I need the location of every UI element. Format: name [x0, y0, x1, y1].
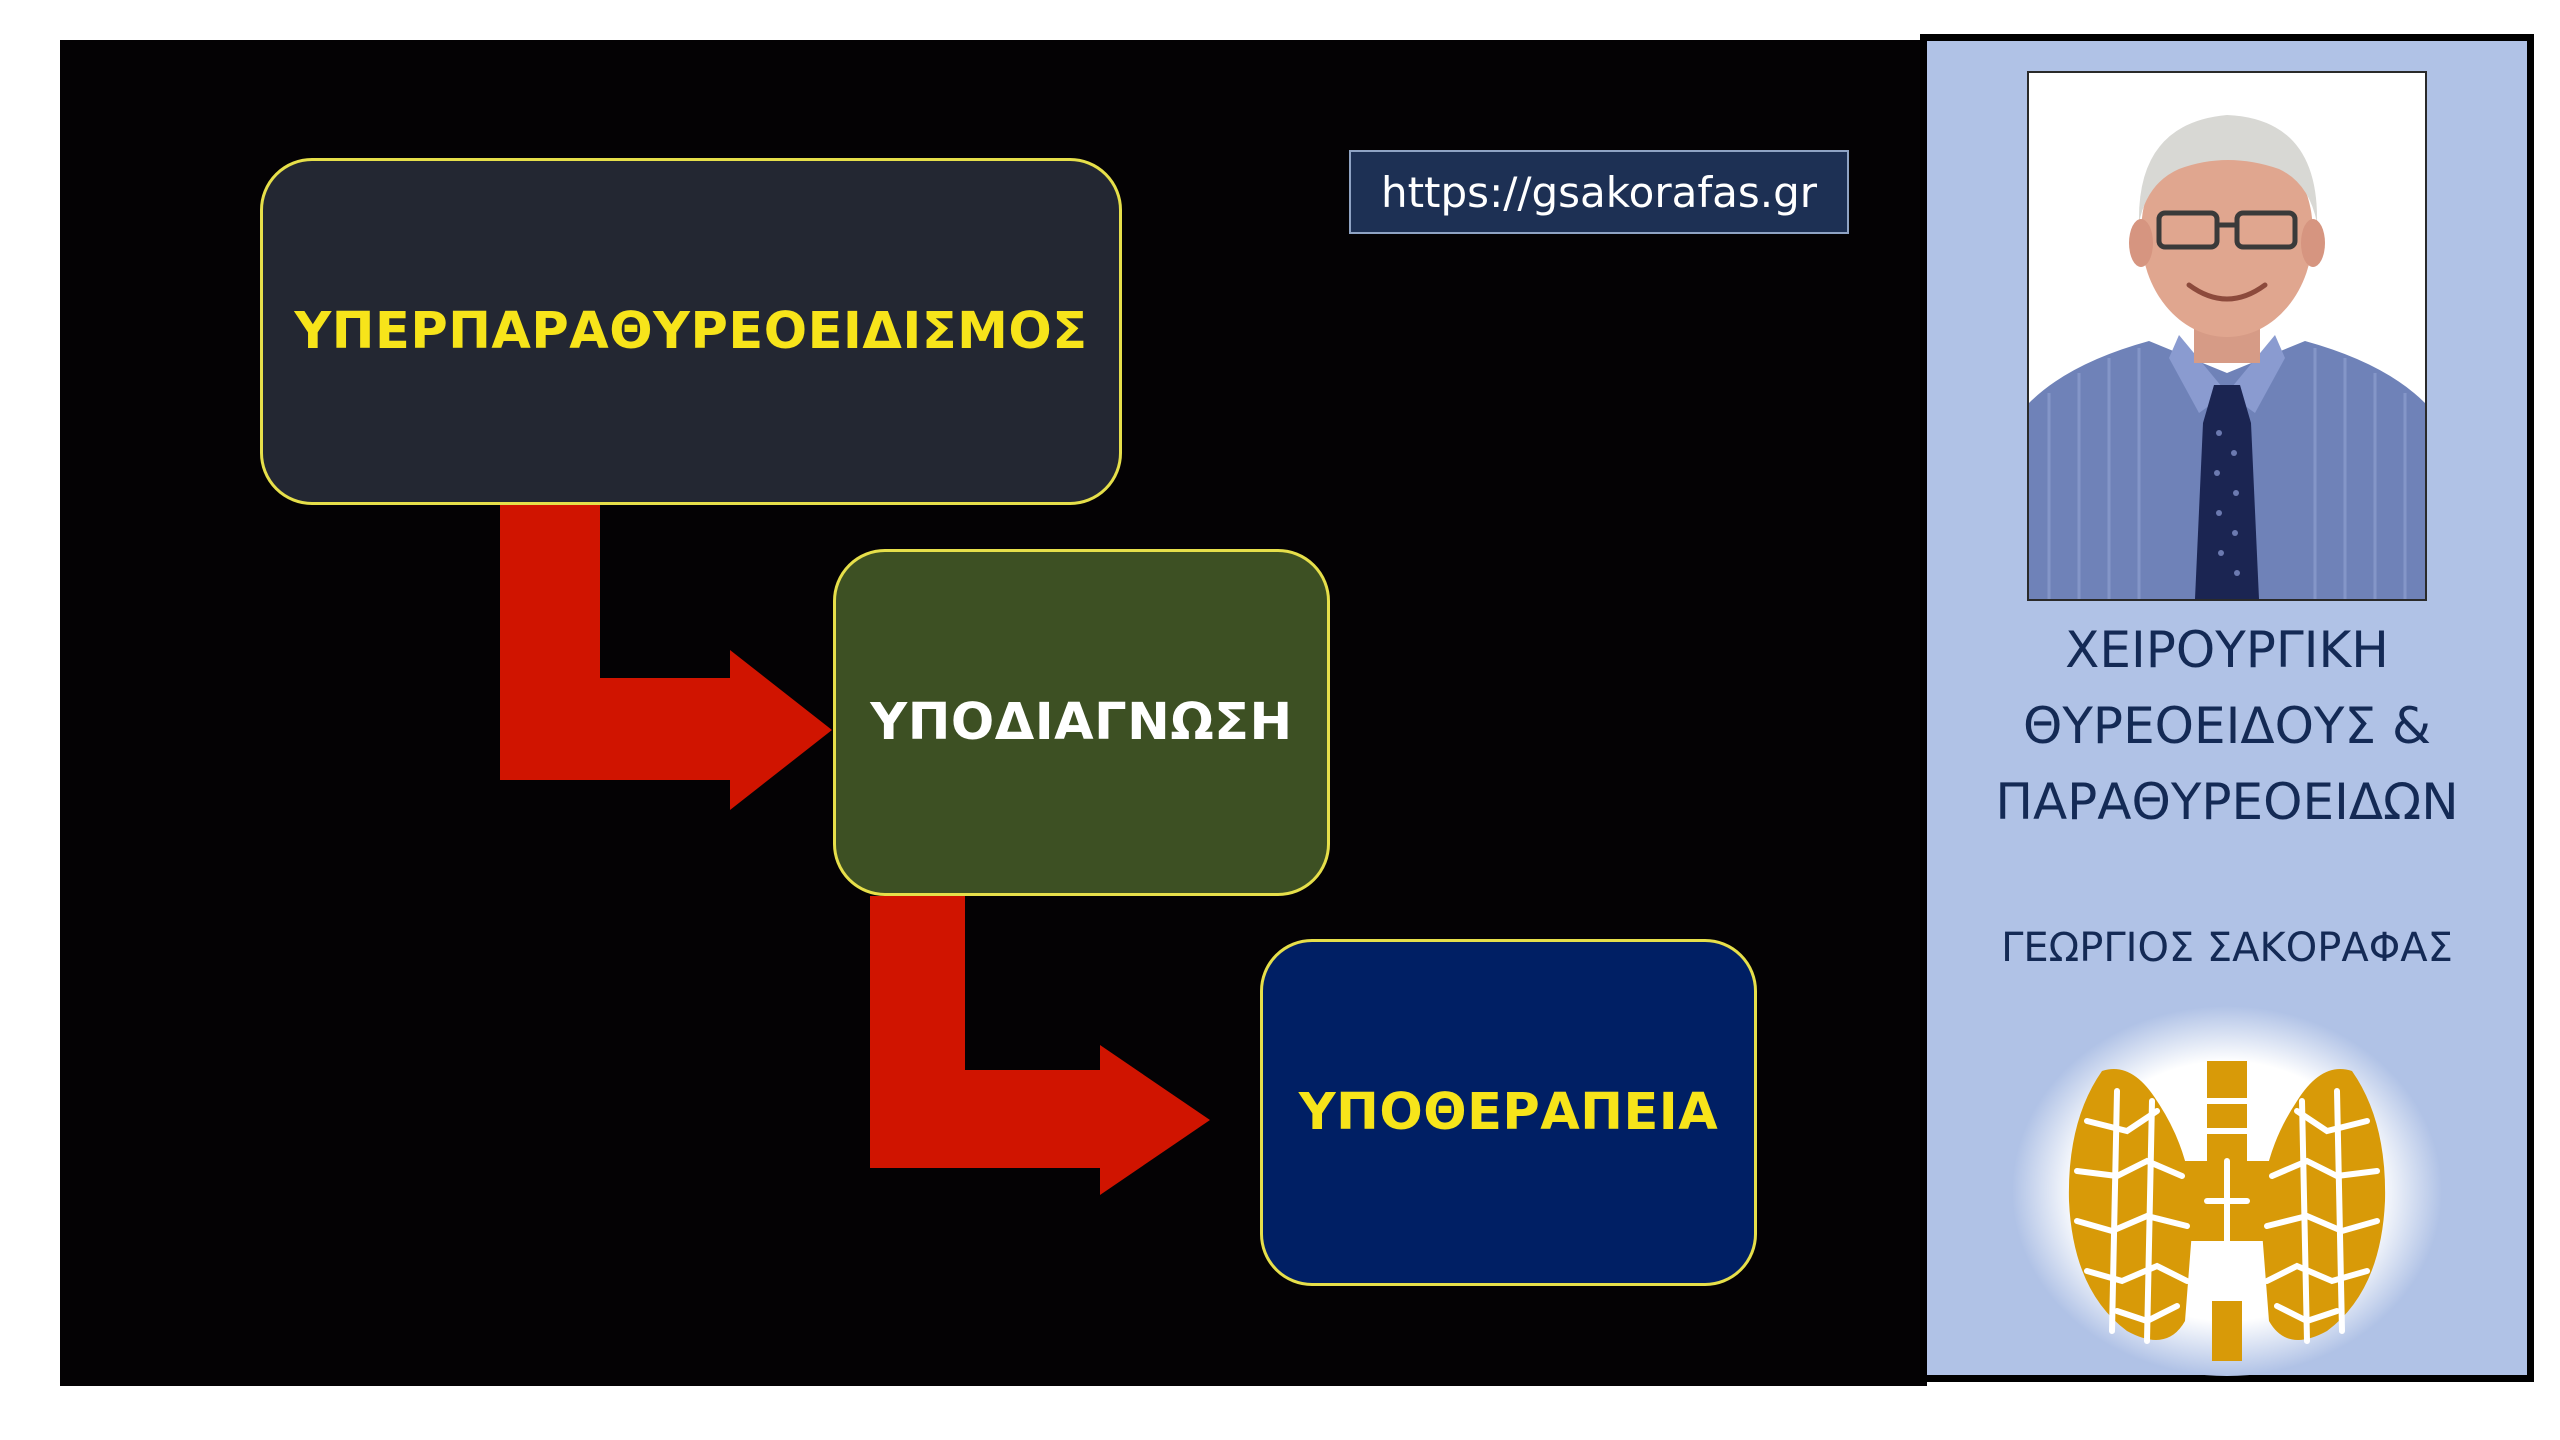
website-url-badge[interactable]: https://gsakorafas.gr: [1349, 150, 1849, 234]
flow-arrow-2: [870, 896, 1210, 1195]
flow-arrows: [500, 505, 1210, 1195]
sidebar-title-line: ΧΕΙΡΟΥΡΓΙΚΗ: [2065, 621, 2389, 679]
flow-box-label: ΥΠΟΘΕΡΑΠΕΙΑ: [1298, 1083, 1719, 1142]
flow-box-hyperparathyroidism: ΥΠΕΡΠΑΡΑΘΥΡΕΟΕΙΔΙΣΜΟΣ: [260, 158, 1122, 505]
author-name: ΓΕΩΡΓΙΟΣ ΣΑΚΟΡΑΦΑΣ: [2001, 925, 2453, 971]
flow-box-label: ΥΠΟΔΙΑΓΝΩΣΗ: [870, 693, 1293, 752]
presentation-slide: ΥΠΕΡΠΑΡΑΘΥΡΕΟΕΙΔΙΣΜΟΣ ΥΠΟΔΙΑΓΝΩΣΗ ΥΠΟΘΕΡ…: [60, 40, 1927, 1386]
author-portrait: [2027, 71, 2427, 601]
sidebar-title-line: ΠΑΡΑΘΥΡΕΟΕΙΔΩΝ: [1995, 773, 2459, 831]
flow-arrow-1: [500, 505, 832, 810]
flow-box-underdiagnosis: ΥΠΟΔΙΑΓΝΩΣΗ: [833, 549, 1330, 896]
thyroid-logo-icon: [2012, 1006, 2442, 1376]
sidebar-title-line: ΘΥΡΕΟΕΙΔΟΥΣ &: [2023, 697, 2431, 755]
channel-sidebar: ΧΕΙΡΟΥΡΓΙΚΗ ΘΥΡΕΟΕΙΔΟΥΣ & ΠΑΡΑΘΥΡΕΟΕΙΔΩΝ…: [1920, 34, 2534, 1382]
website-url-text: https://gsakorafas.gr: [1380, 167, 1818, 217]
flow-box-undertreatment: ΥΠΟΘΕΡΑΠΕΙΑ: [1260, 939, 1757, 1286]
flow-box-label: ΥΠΕΡΠΑΡΑΘΥΡΕΟΕΙΔΙΣΜΟΣ: [294, 302, 1088, 361]
